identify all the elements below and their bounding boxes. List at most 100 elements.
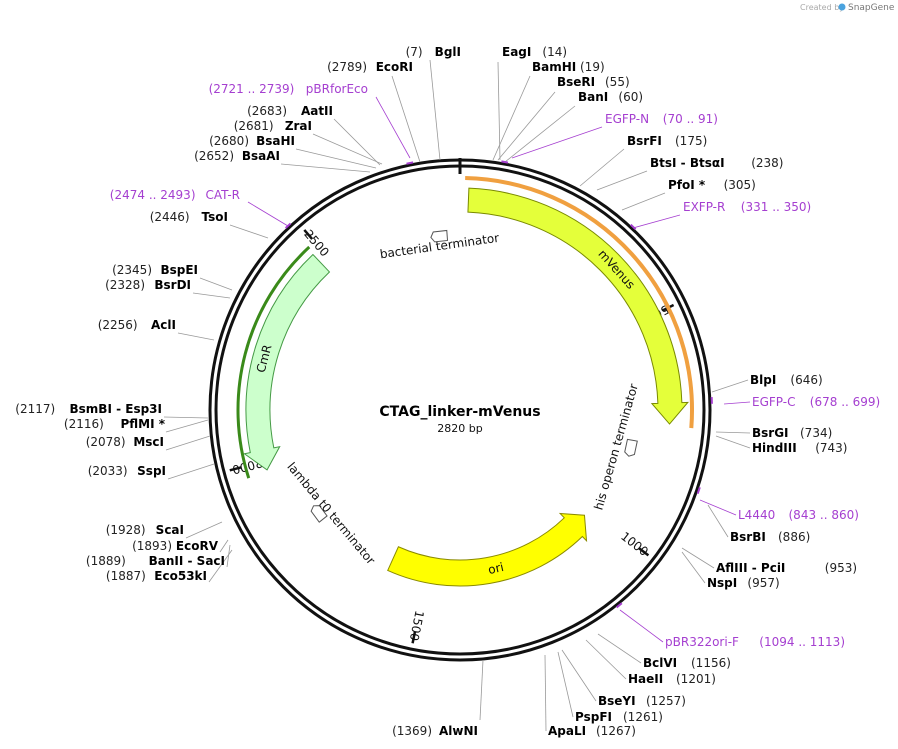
feature-ori-label: ori: [487, 560, 505, 577]
leader-line: [208, 549, 233, 583]
enzyme-name: BanI: [578, 90, 608, 104]
site-bsmbi-esp3i: BsmBI - Esp3I (2117): [15, 402, 162, 416]
terminator-bacterial-terminator-arrow: [430, 229, 449, 243]
tick-label: 2500: [301, 227, 332, 259]
site-pfoi: PfoI *(305): [668, 178, 756, 192]
leader-line: [621, 192, 666, 211]
feature-cmr-arrow: [243, 253, 331, 471]
leader-line: [544, 654, 547, 732]
leader-line: [165, 435, 211, 451]
site-pflmi: PflMI *(2116): [64, 417, 166, 431]
primer-range: (2474 .. 2493): [110, 188, 196, 202]
site-banii-saci: BanII - SacI (1889): [86, 554, 225, 568]
enzyme-name: BsaAI: [242, 149, 280, 163]
enzyme-position: (2117): [15, 402, 55, 416]
enzyme-position: (2683): [247, 104, 287, 118]
enzyme-name: HindIII: [752, 441, 797, 455]
enzyme-position: (2652): [194, 149, 234, 163]
enzyme-name: BsrBI: [730, 530, 766, 544]
site-alwni: AlwNI(1369): [392, 724, 478, 738]
enzyme-name: Eco53kI: [154, 569, 207, 583]
leader-line: [391, 75, 421, 163]
site-apali: ApaLI(1267): [548, 724, 636, 738]
leader-line: [312, 133, 383, 165]
site-bclvi: BclVI(1156): [643, 656, 731, 670]
enzyme-name: BtsI - BtsαI: [650, 156, 725, 170]
leader-line: [585, 639, 627, 680]
enzyme-name: ApaLI: [548, 724, 586, 738]
leader-line: [497, 91, 556, 161]
site-afliii-pcii: AflIII - PciI(953): [716, 561, 857, 575]
watermark-brand: SnapGene: [848, 3, 895, 13]
leader-line: [375, 96, 411, 159]
enzyme-position: (2328): [105, 278, 145, 292]
primer-name: CAT-R: [205, 188, 240, 202]
leader-line: [229, 224, 269, 239]
enzyme-name: AlwNI: [439, 724, 478, 738]
site-bseri: BseRI(55): [557, 75, 630, 89]
primer-mark-exfp-r: [630, 223, 637, 230]
tick-mark: [229, 466, 242, 472]
leader-line: [715, 435, 751, 449]
leader-line: [280, 163, 371, 173]
enzyme-position: (55): [605, 75, 630, 89]
site-bseyi: BseYI(1257): [598, 694, 686, 708]
leader-line: [247, 201, 289, 227]
enzyme-name: MscI: [133, 435, 164, 449]
leader-line: [295, 148, 377, 169]
enzyme-name: BanII - SacI: [149, 554, 225, 568]
enzyme-position: (2116): [64, 417, 104, 431]
enzyme-name: ScaI: [156, 523, 184, 537]
site-egfp-n: EGFP-N(70 .. 91): [605, 112, 718, 126]
mvenus-outline-arc: [465, 176, 694, 429]
site-pbr322ori-f: pBR322ori-F(1094 .. 1113): [665, 635, 845, 649]
plasmid-length: 2820 bp: [437, 422, 482, 435]
site-btsi-bts-i: BtsI - BtsαI (238): [650, 156, 783, 170]
enzyme-name: BsmBI - Esp3I: [70, 402, 162, 416]
terminator-lambda-t0-terminator-arrow: [310, 505, 328, 523]
site-bgli: BglI(7): [406, 45, 461, 59]
site-bani: BanI(60): [578, 90, 643, 104]
enzyme-name: BspEI: [160, 263, 198, 277]
primer-mark-egfp-n: [501, 160, 509, 164]
site-acli: AclI(2256): [98, 318, 176, 332]
enzyme-position: (19): [580, 60, 605, 74]
enzyme-name: BseYI: [598, 694, 636, 708]
leader-line: [177, 332, 215, 341]
enzyme-position: (2256): [98, 318, 138, 332]
enzyme-position: (1928): [106, 523, 146, 537]
enzyme-position: (2345): [112, 263, 152, 277]
enzyme-position: (2446): [150, 210, 190, 224]
leader-line: [185, 521, 223, 539]
site-tsoi: TsoI(2446): [150, 210, 228, 224]
leader-line: [165, 419, 209, 433]
site-nspi: NspI(957): [707, 576, 780, 590]
tick-label: 1500: [407, 609, 427, 642]
enzyme-position: (886): [778, 530, 810, 544]
site-ecori: EcoRI(2789): [327, 60, 413, 74]
enzyme-name: HaeII: [628, 672, 663, 686]
primer-range: (1094 .. 1113): [759, 635, 845, 649]
cmr-outline-arc: [236, 245, 311, 479]
leader-line: [511, 126, 603, 159]
enzyme-position: (1889): [86, 554, 126, 568]
site-egfp-c: EGFP-C(678 .. 699): [752, 395, 880, 409]
site-eagi: EagI(14): [502, 45, 567, 59]
enzyme-position: (238): [751, 156, 783, 170]
enzyme-position: (953): [825, 561, 857, 575]
watermark: Created by SnapGene: [800, 3, 895, 13]
enzyme-name: BamHI: [532, 60, 576, 74]
leader-line: [199, 277, 233, 291]
enzyme-position: (734): [800, 426, 832, 440]
primer-range: (70 .. 91): [663, 112, 718, 126]
tick-mark: [303, 229, 314, 240]
enzyme-name: ZraI: [285, 119, 312, 133]
enzyme-name: BglI: [435, 45, 461, 59]
enzyme-position: (1887): [106, 569, 146, 583]
primer-mark-pbrforeco: [406, 161, 414, 165]
enzyme-position: (646): [790, 373, 822, 387]
primer-range: (678 .. 699): [810, 395, 880, 409]
enzyme-position: (1261): [623, 710, 663, 724]
